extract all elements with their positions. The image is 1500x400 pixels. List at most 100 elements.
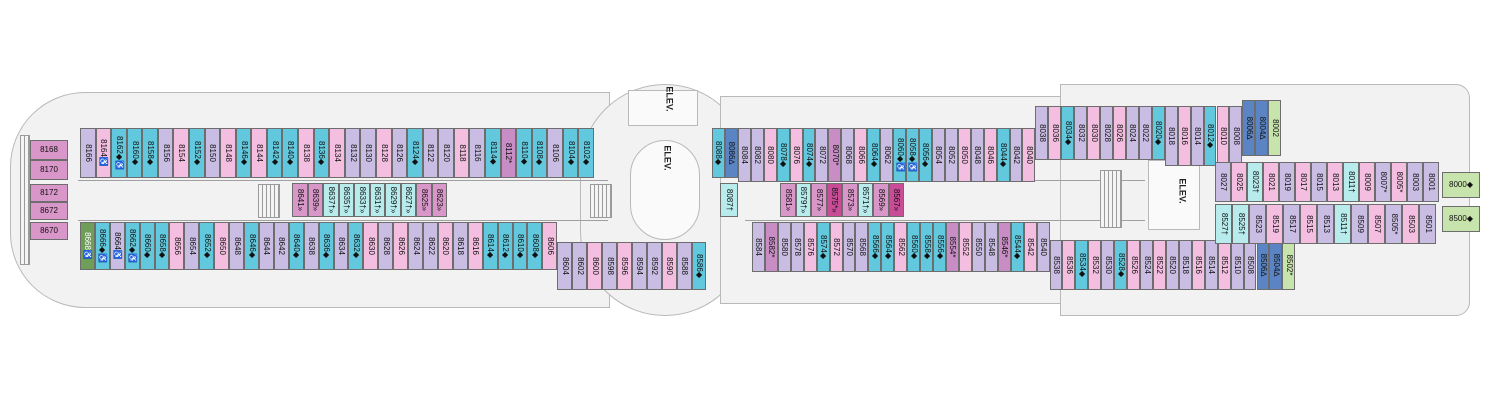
cabin-8544[interactable]: 8544◆ [1010,222,1024,272]
cabin-8132[interactable]: 8132 [344,128,361,178]
cabin-8636[interactable]: 8636◆ [318,222,334,270]
cabin-8594[interactable]: 8594 [631,242,647,290]
cabin-8642[interactable]: 8642 [273,222,289,270]
cabin-8522[interactable]: 8522 [1153,240,1166,290]
cabin-8042[interactable]: 8042 [1009,128,1023,182]
cabin-8578[interactable]: 8578 [790,222,804,272]
cabin-8058[interactable]: 8058◆♿ [906,128,919,182]
cabin-8618[interactable]: 8618 [452,222,468,270]
cabin-8562[interactable]: 8562 [894,222,908,272]
cabin-8066[interactable]: 8066 [854,128,868,182]
cabin-8660[interactable]: 8660◆ [139,222,155,270]
cabin-8510[interactable]: 8510 [1230,240,1244,290]
cabin-8062[interactable]: 8062 [880,128,894,182]
cabin-8648[interactable]: 8648 [229,222,245,270]
cabin-8633[interactable]: 8633†» [354,183,370,217]
cabin-8050[interactable]: 8050 [957,128,971,182]
cabin-8504[interactable]: 8504∆ [1269,240,1283,290]
cabin-8630[interactable]: 8630 [363,222,379,270]
cabin-8020[interactable]: 8020◆ [1151,106,1165,160]
cabin-8666[interactable]: 8666◆♿ [94,222,110,270]
cabin-8030[interactable]: 8030 [1087,106,1101,160]
cabin-8506[interactable]: 8506∆ [1256,240,1270,290]
cabin-8572[interactable]: 8572 [829,222,843,272]
cabin-8626[interactable]: 8626 [393,222,409,270]
cabin-8517[interactable]: 8517 [1283,204,1300,244]
cabin-8590[interactable]: 8590 [661,242,677,290]
cabin-8569[interactable]: 8569» [873,183,889,217]
cabin-8027[interactable]: 8027 [1215,162,1231,202]
cabin-8014[interactable]: 8014 [1190,106,1204,166]
cabin-8170[interactable]: 8170 [30,160,68,180]
cabin-8148[interactable]: 8148 [220,128,236,178]
cabin-8068[interactable]: 8068 [841,128,855,182]
cabin-8573[interactable]: 8573» [842,183,858,217]
cabin-8571[interactable]: 8571†» [857,183,873,217]
cabin-8052[interactable]: 8052 [944,128,958,182]
cabin-8046[interactable]: 8046 [983,128,997,182]
cabin-8579[interactable]: 8579†» [795,183,811,217]
cabin-8172[interactable]: 8172 [30,184,68,202]
cabin-8112[interactable]: 8112* [500,128,517,178]
cabin-8021[interactable]: 8021 [1263,162,1279,202]
cabin-8634[interactable]: 8634 [333,222,349,270]
cabin-8080[interactable]: 8080 [763,128,777,182]
cabin-8534[interactable]: 8534◆ [1075,240,1089,290]
cabin-8004[interactable]: 8004∆ [1255,100,1269,156]
cabin-8136[interactable]: 8136◆ [313,128,330,178]
cabin-8502[interactable]: 8502* [1282,240,1296,290]
cabin-8513[interactable]: 8513 [1317,204,1334,244]
cabin-8511[interactable]: 8511† [1334,204,1351,244]
cabin-8574[interactable]: 8574◆ [816,222,830,272]
cabin-8088[interactable]: 8088◆ [712,128,725,178]
cabin-8005[interactable]: 8005* [1391,162,1407,202]
cabin-8598[interactable]: 8598 [602,242,617,290]
cabin-8526[interactable]: 8526 [1127,240,1141,290]
cabin-8140[interactable]: 8140◆ [282,128,299,178]
cabin-8002[interactable]: 8002 [1268,100,1282,156]
cabin-8631[interactable]: 8631†» [369,183,385,217]
cabin-8044[interactable]: 8044◆ [996,128,1010,182]
cabin-8007[interactable]: 8007* [1375,162,1391,202]
cabin-8104[interactable]: 8104◆ [562,128,579,178]
cabin-8024[interactable]: 8024 [1125,106,1139,160]
cabin-8527[interactable]: 8527† [1215,204,1232,244]
cabin-8556[interactable]: 8556◆ [933,222,947,272]
cabin-8600[interactable]: 8600 [587,242,603,290]
cabin-8538[interactable]: 8538 [1049,240,1063,290]
cabin-8566[interactable]: 8566◆ [868,222,882,272]
cabin-8610[interactable]: 8610◆ [512,222,528,270]
cabin-8608[interactable]: 8608◆ [527,222,543,270]
cabin-8507[interactable]: 8507 [1368,204,1385,244]
cabin-8620[interactable]: 8620 [437,222,453,270]
cabin-8166[interactable]: 8166 [80,128,96,178]
cabin-8006[interactable]: 8006∆ [1242,100,1256,156]
cabin-8130[interactable]: 8130 [360,128,376,178]
cabin-8038[interactable]: 8038 [1035,106,1049,160]
cabin-8614[interactable]: 8614◆ [482,222,498,270]
cabin-8664[interactable]: 8664♿ [109,222,125,270]
cabin-8118[interactable]: 8118 [453,128,470,178]
cabin-8128[interactable]: 8128 [375,128,392,178]
cabin-8528[interactable]: 8528◆ [1114,240,1128,290]
cabin-8584[interactable]: 8584 [752,222,765,272]
cabin-8596[interactable]: 8596 [616,242,632,290]
cabin-8602[interactable]: 8602 [572,242,588,290]
cabin-8550[interactable]: 8550 [971,222,985,272]
cabin-8515[interactable]: 8515 [1300,204,1317,244]
cabin-8032[interactable]: 8032 [1074,106,1088,160]
cabin-8540[interactable]: 8540 [1036,222,1050,272]
cabin-8577[interactable]: 8577» [811,183,827,217]
cabin-8638[interactable]: 8638 [303,222,319,270]
cabin-8508[interactable]: 8508 [1243,240,1257,290]
cabin-8023[interactable]: 8023† [1247,162,1263,202]
cabin-8582[interactable]: 8582* [764,222,778,272]
cabin-8017[interactable]: 8017 [1295,162,1311,202]
cabin-8114[interactable]: 8114◆ [484,128,501,178]
cabin-8654[interactable]: 8654 [184,222,200,270]
cabin-8523[interactable]: 8523 [1249,204,1266,244]
cabin-8641[interactable]: 8641» [292,183,308,217]
cabin-8520[interactable]: 8520 [1165,240,1179,290]
cabin-8034[interactable]: 8034◆ [1061,106,1075,160]
cabin-8530[interactable]: 8530 [1101,240,1115,290]
